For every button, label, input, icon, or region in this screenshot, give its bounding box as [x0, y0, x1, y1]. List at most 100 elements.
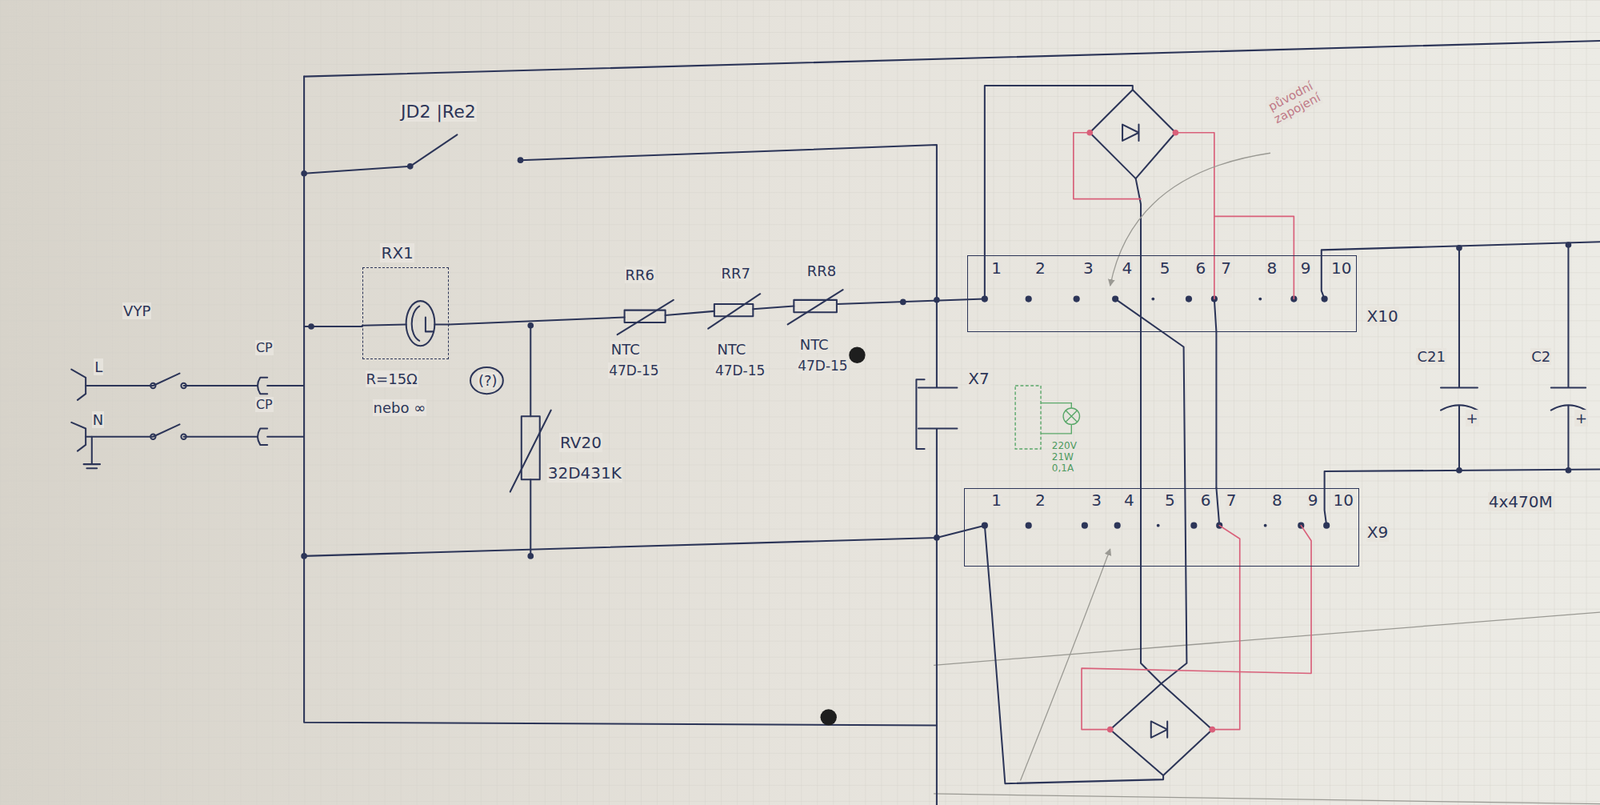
- pin-number: 6: [1194, 259, 1207, 277]
- node-text: 6: [1194, 258, 1207, 278]
- label-text: RR8: [806, 262, 837, 280]
- plug-symbol: [71, 369, 86, 452]
- bridge-rectifier: [1110, 683, 1213, 776]
- leader-arrow: [1020, 548, 1111, 780]
- pin-dot: [1025, 296, 1032, 303]
- question-circle: [470, 367, 504, 394]
- node-text: X10: [1366, 306, 1400, 326]
- capacitor-x7: [918, 300, 957, 538]
- contact-dot: [150, 383, 156, 388]
- pink-dot: [1172, 129, 1180, 136]
- pin-number: 5: [1164, 491, 1176, 509]
- label-text: +: [1465, 409, 1480, 427]
- pin-number: 9: [1307, 491, 1320, 509]
- connector-cp: [257, 377, 304, 394]
- rx1-symbol: [406, 300, 436, 346]
- pin-dot: [1190, 522, 1197, 529]
- part-name: C21: [1416, 348, 1446, 365]
- pink-wire: [1081, 525, 1312, 730]
- node-text: 9: [1307, 490, 1320, 510]
- node-text: 5: [1159, 258, 1172, 278]
- part-value: 47D-15: [796, 358, 849, 374]
- part-name: C2: [1530, 348, 1552, 365]
- wire: [529, 325, 532, 556]
- diode-symbol: [1122, 124, 1139, 141]
- wire: [936, 537, 938, 805]
- wire: [304, 525, 985, 556]
- label-text: 220V: [1051, 440, 1078, 452]
- capacitor-symbol: [1551, 244, 1586, 471]
- node-text: 1: [990, 490, 1003, 510]
- pink-dot: [1208, 726, 1216, 733]
- pin-dot: [1185, 296, 1192, 303]
- note: původní zapojení: [1265, 68, 1342, 125]
- node-text: 4: [1123, 490, 1136, 510]
- pin-number: 8: [1266, 259, 1279, 277]
- neutral-label: N: [92, 412, 104, 428]
- lamp-bracket: [1015, 385, 1041, 449]
- pink-wire: [1073, 132, 1141, 200]
- pink-wire: [1175, 132, 1214, 300]
- junction-dot: [1565, 241, 1572, 248]
- label-text: původní zapojení: [1264, 78, 1324, 126]
- polarity-mark: +: [1465, 410, 1480, 427]
- part-name: RR7: [720, 265, 752, 282]
- pin-dot: [1156, 524, 1160, 528]
- node-text: 9: [1300, 258, 1312, 278]
- label-text: 47D-15: [714, 362, 767, 379]
- junction-dot: [1456, 467, 1463, 474]
- varistor-symbol: [510, 410, 552, 492]
- earth-symbol: [84, 436, 100, 469]
- wire: [752, 306, 794, 310]
- label-text: RV20: [559, 432, 603, 452]
- node-text: 6: [1200, 490, 1212, 510]
- rx1-symbol: [412, 306, 434, 341]
- pin-dot: [1114, 522, 1121, 529]
- ntc-symbol: [624, 310, 666, 323]
- node-text: 8: [1266, 258, 1279, 278]
- wire: [1136, 178, 1162, 684]
- part-type: NTC: [610, 341, 641, 358]
- label-text: C21: [1416, 348, 1446, 365]
- pin-number: 4: [1120, 259, 1133, 277]
- pin-number: 6: [1200, 491, 1212, 509]
- pin-number: 7: [1225, 491, 1238, 509]
- wire: [984, 85, 1133, 299]
- part-name: RR8: [806, 263, 837, 280]
- pin-dot: [1025, 522, 1032, 529]
- label-text: CP: [255, 396, 274, 412]
- label-text: R=15Ω: [365, 370, 419, 388]
- pin-number: 1: [990, 491, 1003, 509]
- pin-dot: [1081, 522, 1088, 529]
- resistance-value: R=15Ω: [365, 371, 419, 388]
- node-text: 7: [1225, 490, 1238, 510]
- pin-number: 1: [990, 259, 1003, 277]
- contact-dot: [407, 163, 414, 170]
- line-label: L: [93, 359, 104, 376]
- node-text: 10: [1332, 490, 1355, 510]
- part-name: RR6: [624, 267, 656, 284]
- connector-label: CP: [255, 340, 274, 356]
- label-text: C2: [1530, 348, 1552, 365]
- pink-dot: [1107, 726, 1114, 733]
- lamp-rating: 0,1A: [1051, 463, 1075, 474]
- pin-number: 8: [1271, 491, 1284, 509]
- punch-hole: [848, 347, 865, 364]
- lamp-symbol: [1063, 408, 1080, 424]
- label-text: 0,1A: [1051, 462, 1075, 474]
- label-text: NTC: [716, 340, 747, 358]
- pink-dot: [1086, 129, 1093, 136]
- lamp-rating: 220V: [1051, 440, 1078, 452]
- wire: [304, 40, 1600, 77]
- pin-number: 7: [1220, 259, 1232, 277]
- contact-dot: [180, 434, 186, 440]
- ntc-symbol: [617, 300, 674, 335]
- part-value: 47D-15: [608, 363, 660, 379]
- ntc-symbol: [708, 293, 760, 328]
- contact-dot: [150, 434, 156, 440]
- pin-number: 9: [1300, 259, 1312, 277]
- junction-dot: [300, 170, 308, 177]
